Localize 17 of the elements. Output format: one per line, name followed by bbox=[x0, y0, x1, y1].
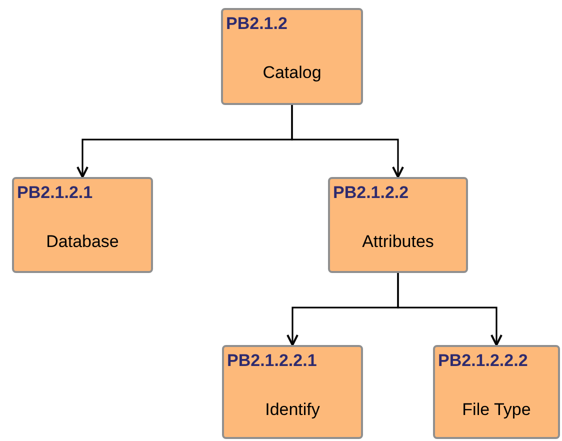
process-box bbox=[12, 177, 153, 273]
box-id: PB2.1.2.2.1 bbox=[227, 350, 317, 372]
process-box bbox=[222, 345, 363, 439]
box-title: File Type bbox=[461, 399, 532, 421]
box-title: Attributes bbox=[361, 231, 435, 253]
box-id: PB2.1.2.2.2 bbox=[438, 350, 528, 372]
box-title: Catalog bbox=[262, 62, 322, 84]
box-id: PB2.1.2.2 bbox=[333, 182, 409, 204]
connector-arrow bbox=[291, 105, 404, 178]
connector-arrow bbox=[397, 273, 502, 346]
box-id: PB2.1.2 bbox=[226, 13, 288, 35]
box-title: Database bbox=[45, 231, 120, 253]
process-box bbox=[221, 8, 363, 105]
box-id: PB2.1.2.1 bbox=[17, 182, 93, 204]
box-title: Identify bbox=[264, 399, 321, 421]
process-box bbox=[433, 345, 560, 439]
process-box bbox=[328, 177, 468, 273]
